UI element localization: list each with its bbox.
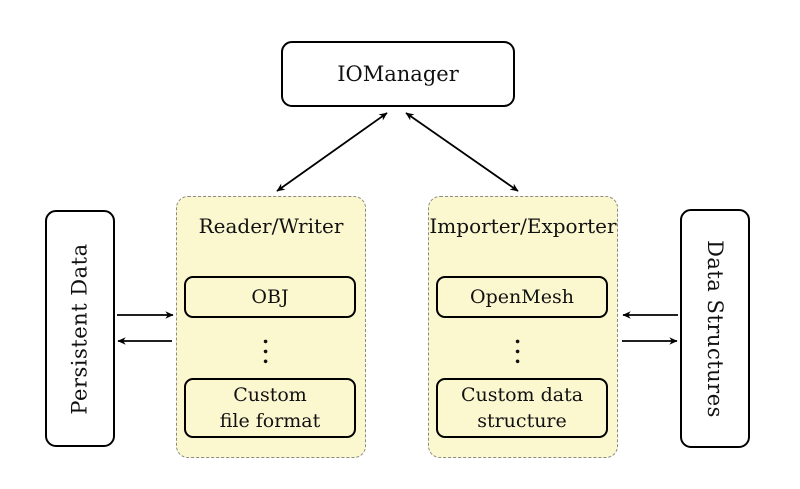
obj-label: OBJ <box>251 286 289 308</box>
data-structures-label: Data Structures <box>703 239 728 418</box>
vertical-ellipsis: ... <box>259 338 283 368</box>
arrow-iomanager-readerwriter <box>276 112 388 192</box>
custom-data-structure-line2: structure <box>477 410 567 432</box>
openmesh-label: OpenMesh <box>470 286 574 308</box>
reader-writer-group-label: Reader/Writer <box>198 214 344 238</box>
data-structures-box: Data Structures <box>680 209 750 448</box>
persistent-data-box: Persistent Data <box>45 210 115 447</box>
persistent-data-label: Persistent Data <box>68 242 92 415</box>
importer-exporter-group: Importer/Exporter OpenMesh ... Custom da… <box>428 196 618 458</box>
custom-file-format-line1: Custom <box>233 384 307 406</box>
custom-file-format-line2: file format <box>219 410 321 432</box>
openmesh-box: OpenMesh <box>436 276 608 318</box>
custom-data-structure-box: Custom data structure <box>436 378 608 438</box>
reader-writer-group: Reader/Writer OBJ ... Custom file format <box>176 196 366 458</box>
arrow-iomanager-importerexporter <box>405 112 519 192</box>
importer-exporter-group-label: Importer/Exporter <box>429 214 617 238</box>
obj-box: OBJ <box>184 276 356 318</box>
iomanager-box: IOManager <box>281 41 515 107</box>
custom-data-structure-line1: Custom data <box>460 384 584 406</box>
iomanager-label: IOManager <box>337 62 459 86</box>
vertical-ellipsis: ... <box>511 338 535 368</box>
custom-file-format-box: Custom file format <box>184 378 356 438</box>
